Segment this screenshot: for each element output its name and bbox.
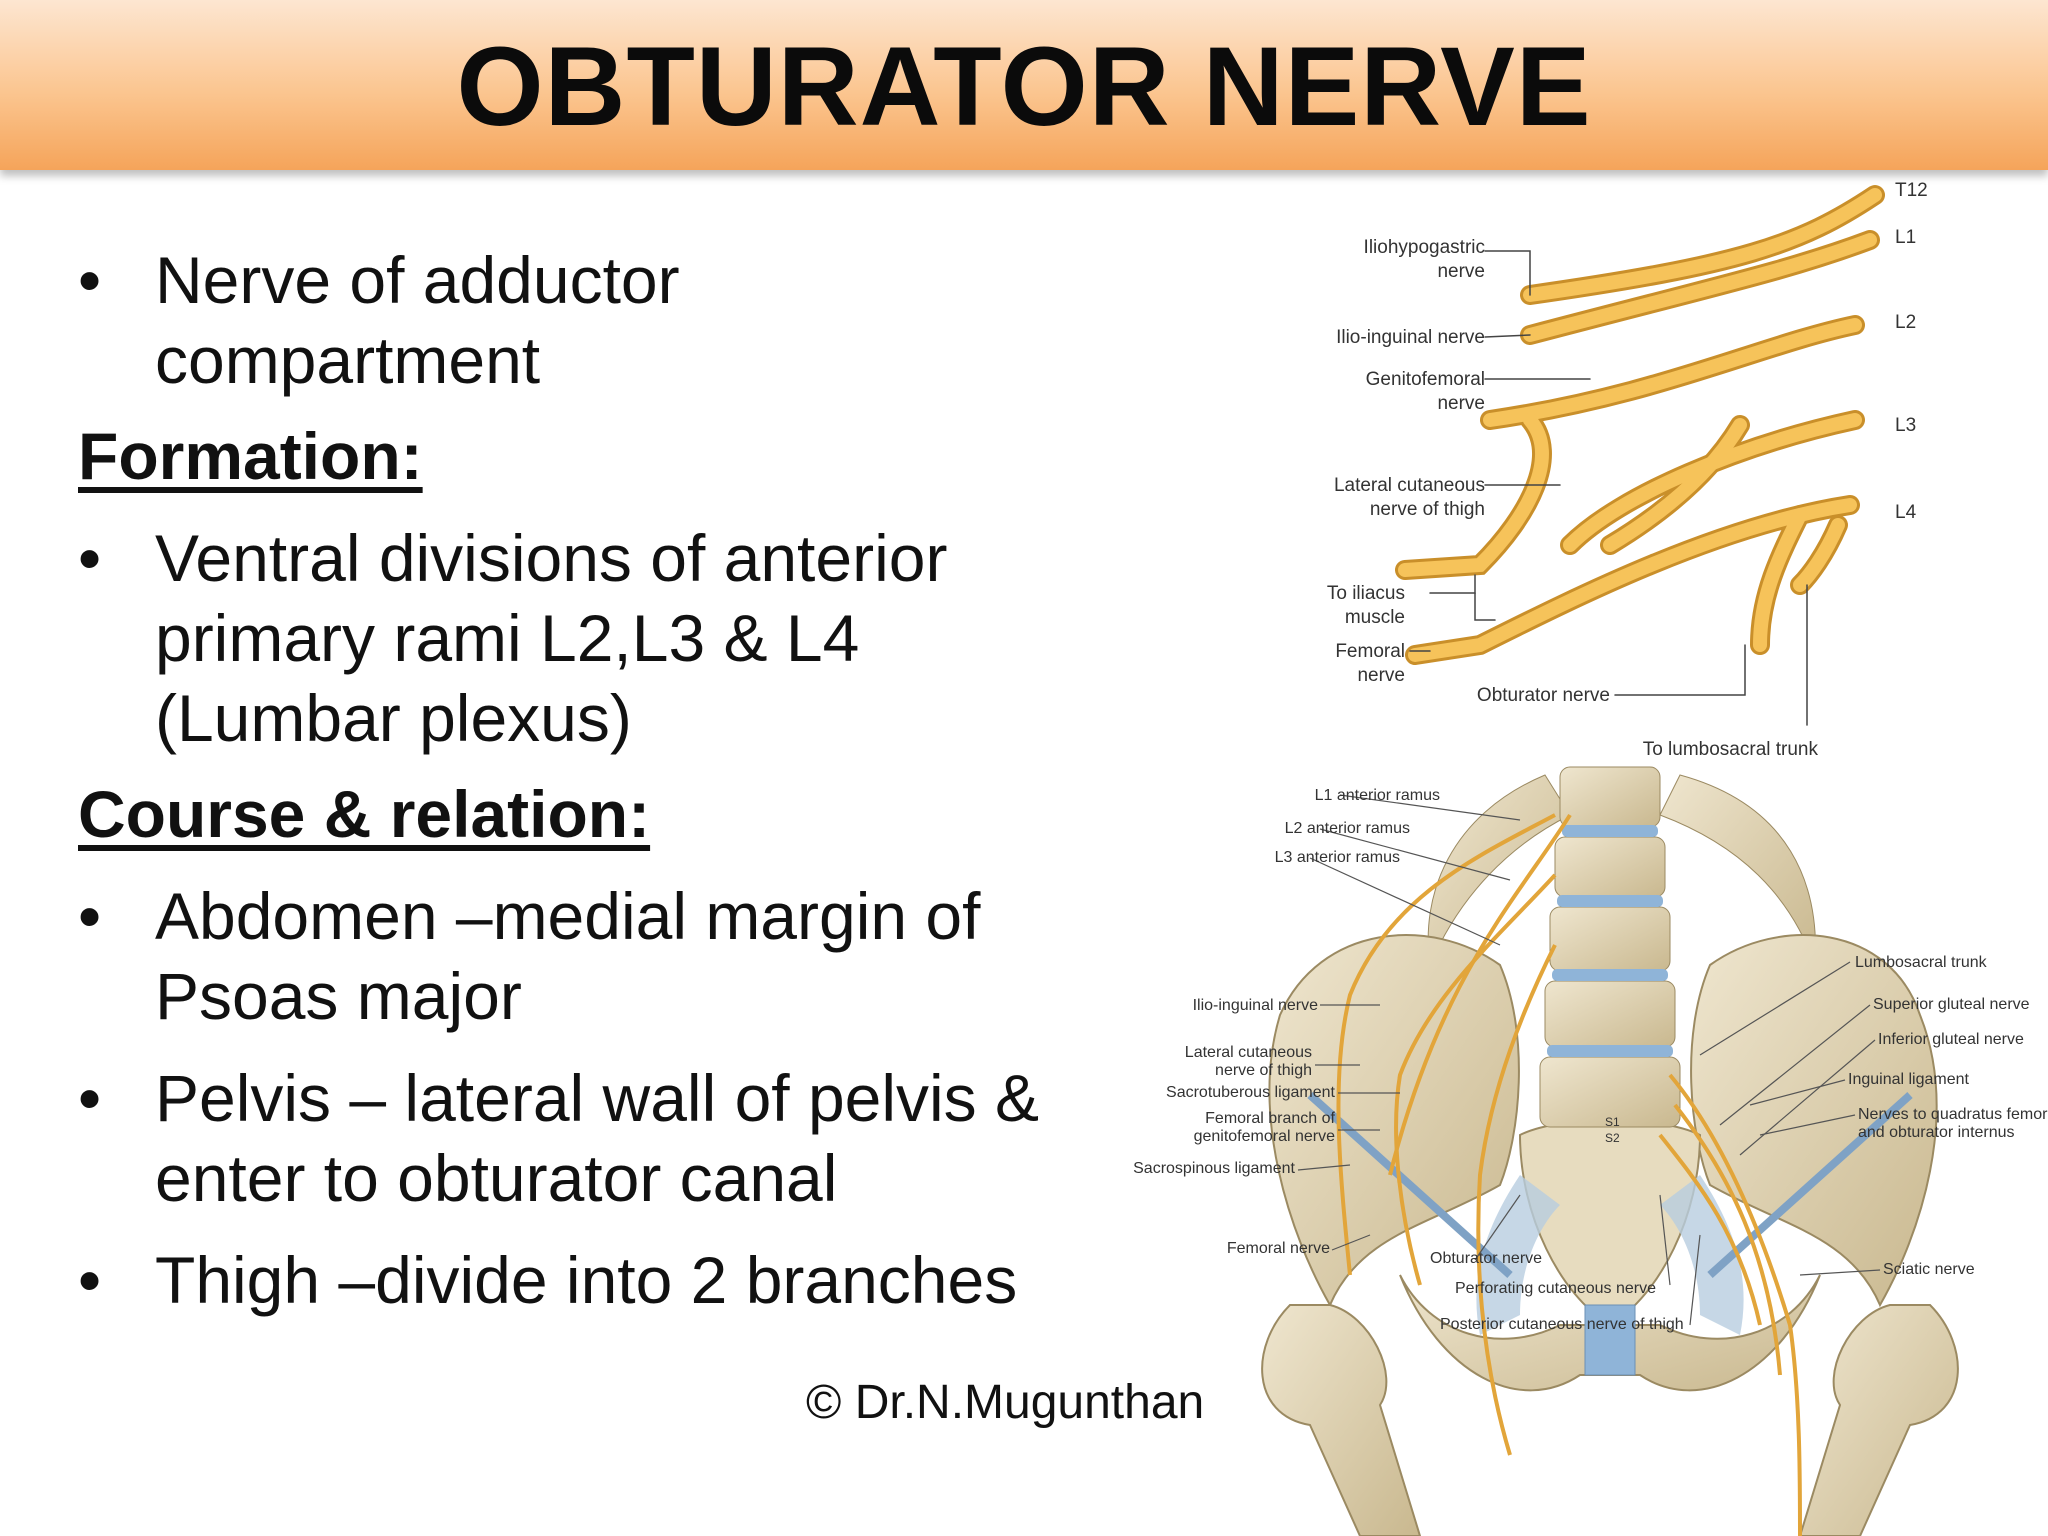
bullet-dot: • <box>78 521 102 595</box>
pelvis-illustration <box>1261 766 1959 1536</box>
root-label: L4 <box>1895 502 1917 523</box>
bullet-item: • Nerve of adductor compartment <box>78 240 1058 400</box>
pelvis-label: Lumbosacral trunk <box>1855 954 1988 971</box>
plexus-labels: T12 L1 L2 L3 L4 Iliohypogastric nerve Il… <box>1327 180 1928 760</box>
pelvis-labels: L1 anterior ramus L2 anterior ramus L3 a… <box>1133 787 2048 1333</box>
root-label: L1 <box>1895 227 1916 248</box>
bullet-item: • Ventral divisions of anterior primary … <box>78 518 1058 758</box>
root-label: L2 <box>1895 312 1916 333</box>
pelvis-label: Nerves to quadratus femoris <box>1858 1106 2048 1123</box>
bullet-text: Pelvis – lateral wall of pelvis & enter … <box>155 1061 1040 1215</box>
pelvis-label: Ilio-inguinal nerve <box>1193 997 1319 1014</box>
bullet-text: Thigh –divide into 2 branches <box>155 1243 1018 1317</box>
bullet-dot: • <box>78 879 102 953</box>
lumbar-plexus-diagram <box>1395 185 1885 726</box>
nerve-label: nerve <box>1357 665 1405 686</box>
pelvis-label: Inguinal ligament <box>1848 1071 1970 1088</box>
bullet-text: Ventral divisions of anterior primary ra… <box>155 521 948 755</box>
pelvis-label: Posterior cutaneous nerve of thigh <box>1440 1316 1684 1333</box>
pelvis-label: Sacrospinous ligament <box>1133 1160 1295 1177</box>
nerve-label: To iliacus <box>1327 583 1405 604</box>
pelvis-label: Femoral nerve <box>1227 1240 1330 1257</box>
nerve-label: muscle <box>1345 607 1405 628</box>
sacral-label: S1 <box>1605 1115 1620 1129</box>
nerve-label: nerve <box>1437 261 1485 282</box>
pelvis-label: genitofemoral nerve <box>1194 1128 1336 1145</box>
nerve-label: Genitofemoral <box>1366 369 1485 390</box>
pelvis-label: L2 anterior ramus <box>1285 820 1410 837</box>
nerve-label: To lumbosacral trunk <box>1643 739 1819 760</box>
root-label: T12 <box>1895 180 1928 201</box>
bullet-dot: • <box>78 1243 102 1317</box>
root-label: L3 <box>1895 415 1916 436</box>
pelvis-label: Femoral branch of <box>1205 1110 1335 1127</box>
slide-title: OBTURATOR NERVE <box>456 24 1592 149</box>
slide-content: • Nerve of adductor compartment Formatio… <box>78 240 1058 1342</box>
pelvis-label: Inferior gluteal nerve <box>1878 1031 2024 1048</box>
bullet-item: • Pelvis – lateral wall of pelvis & ente… <box>78 1058 1058 1218</box>
pelvis-label: Superior gluteal nerve <box>1873 996 2030 1013</box>
bullet-item: • Thigh –divide into 2 branches <box>78 1240 1058 1320</box>
title-bar: OBTURATOR NERVE <box>0 0 2048 170</box>
bullet-text: Nerve of adductor compartment <box>155 243 680 397</box>
pelvis-label: nerve of thigh <box>1215 1062 1312 1079</box>
bullet-item: • Abdomen –medial margin of Psoas major <box>78 876 1058 1036</box>
nerve-label: nerve of thigh <box>1370 499 1485 520</box>
pelvis-label: Sacrotuberous ligament <box>1166 1084 1336 1101</box>
bullet-dot: • <box>78 243 102 317</box>
pelvis-label: Obturator nerve <box>1430 1250 1542 1267</box>
section-heading-formation: Formation: <box>78 419 423 493</box>
pelvis-label: Perforating cutaneous nerve <box>1455 1280 1656 1297</box>
copyright-text: © Dr.N.Mugunthan <box>806 1376 1205 1429</box>
nerve-label: Lateral cutaneous <box>1334 475 1485 496</box>
bullet-text: Abdomen –medial margin of Psoas major <box>155 879 981 1033</box>
pelvis-label: Sciatic nerve <box>1883 1261 1975 1278</box>
sacral-label: S2 <box>1605 1131 1620 1145</box>
pelvis-label: L3 anterior ramus <box>1275 849 1400 866</box>
nerve-label: Iliohypogastric <box>1364 237 1485 258</box>
pelvis-label: and obturator internus <box>1858 1124 2015 1141</box>
nerve-label: Femoral <box>1335 641 1405 662</box>
nerve-label: Obturator nerve <box>1477 685 1610 706</box>
anatomy-illustrations: T12 L1 L2 L3 L4 Iliohypogastric nerve Il… <box>1133 180 2048 1536</box>
bullet-dot: • <box>78 1061 102 1135</box>
nerve-label: Ilio-inguinal nerve <box>1336 327 1485 348</box>
nerve-label: nerve <box>1437 393 1485 414</box>
section-heading-course: Course & relation: <box>78 777 651 851</box>
pelvis-label: L1 anterior ramus <box>1315 787 1440 804</box>
pelvis-label: Lateral cutaneous <box>1185 1044 1312 1061</box>
